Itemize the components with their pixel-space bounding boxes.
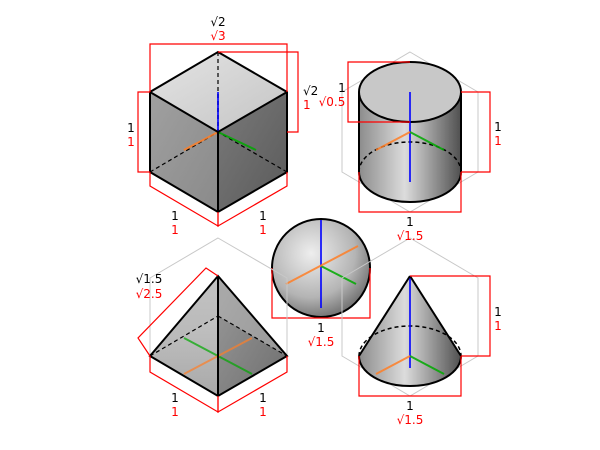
sphere-figure xyxy=(271,218,371,319)
pyramid-hidden-edges xyxy=(149,276,288,357)
cylinder-figure xyxy=(341,51,491,213)
pyramid-figure xyxy=(137,237,289,414)
cube-top-label-red: √3 xyxy=(210,29,225,43)
sphere-axis-orange xyxy=(285,245,359,285)
cylinder-edges xyxy=(358,92,462,203)
cube-bottom-left-label: 1 xyxy=(171,209,179,223)
pyramid-bottom-right-label: 1 xyxy=(259,391,267,405)
cube-right-label: √2 xyxy=(303,84,318,98)
pyramid-bottom-right-label-red: 1 xyxy=(259,405,267,419)
cube-bottom-left-label-red: 1 xyxy=(171,223,179,237)
cone-edges xyxy=(358,275,462,387)
cube-left-label-red: 1 xyxy=(127,135,135,149)
pyramid-bottom-left-label: 1 xyxy=(171,391,179,405)
cone-right-label-red: 1 xyxy=(494,319,502,333)
cone-figure xyxy=(341,237,491,397)
cube-right-label-red: 1 xyxy=(303,98,311,112)
pyramid-left-label: √1.5 xyxy=(136,272,163,286)
cylinder-dimension-lines xyxy=(347,61,491,213)
cylinder-bottom-label: 1 xyxy=(406,215,414,229)
cylinder-axis-orange xyxy=(375,131,411,151)
sphere-bottom-label-red: √1.5 xyxy=(308,335,335,349)
cube-bottom-right-label-red: 1 xyxy=(259,223,267,237)
cube-top-label: √2 xyxy=(210,15,225,29)
cube-dimension-lines xyxy=(137,43,299,228)
cube-axis-orange xyxy=(183,131,219,151)
cylinder-right-label-red: 1 xyxy=(494,134,502,148)
cylinder-axis-green xyxy=(409,131,445,151)
cube-bottom-right-label: 1 xyxy=(259,209,267,223)
cylinder-left-label-red: √0.5 xyxy=(319,95,346,109)
cylinder-right-label: 1 xyxy=(494,120,502,134)
sphere-dimension-line xyxy=(271,268,371,319)
pyramid-bottom-left-label-red: 1 xyxy=(171,405,179,419)
cone-axis-green xyxy=(409,355,445,375)
pyramid-dimension-lines xyxy=(137,267,288,414)
cylinder-bottom-label-red: √1.5 xyxy=(397,229,424,243)
pyramid-left-label-red: √2.5 xyxy=(136,287,163,301)
sphere-bottom-label: 1 xyxy=(317,321,325,335)
cone-axis-orange xyxy=(375,355,411,375)
cylinder-left-label: 1 xyxy=(338,81,346,95)
dimension-labels: √2 √3 √2 1 1 1 1 1 1 1 1 √0.5 1 1 1 √1.5… xyxy=(127,15,502,427)
cone-bottom-label-red: √1.5 xyxy=(397,413,424,427)
cube-figure xyxy=(137,43,299,228)
cone-right-label: 1 xyxy=(494,305,502,319)
sphere-axis-green xyxy=(320,265,357,285)
cone-dimension-lines xyxy=(358,275,491,397)
cube-left-label: 1 xyxy=(127,121,135,135)
cone-bottom-label: 1 xyxy=(406,399,414,413)
cube-axis-green xyxy=(217,131,257,151)
